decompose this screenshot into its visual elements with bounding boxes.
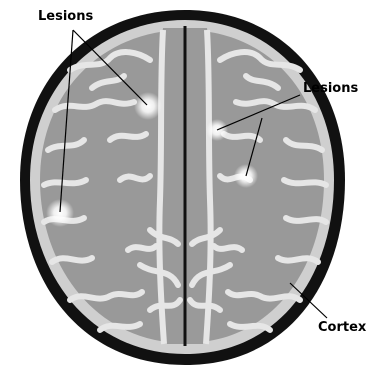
label-cortex: Cortex [318,321,366,334]
fissure-right-edge [206,30,211,344]
label-lesions-right: Lesions [303,82,358,95]
label-lesions-left: Lesions [38,10,93,23]
lesion-left-lower [46,199,74,227]
fissure-left-edge [159,30,164,344]
